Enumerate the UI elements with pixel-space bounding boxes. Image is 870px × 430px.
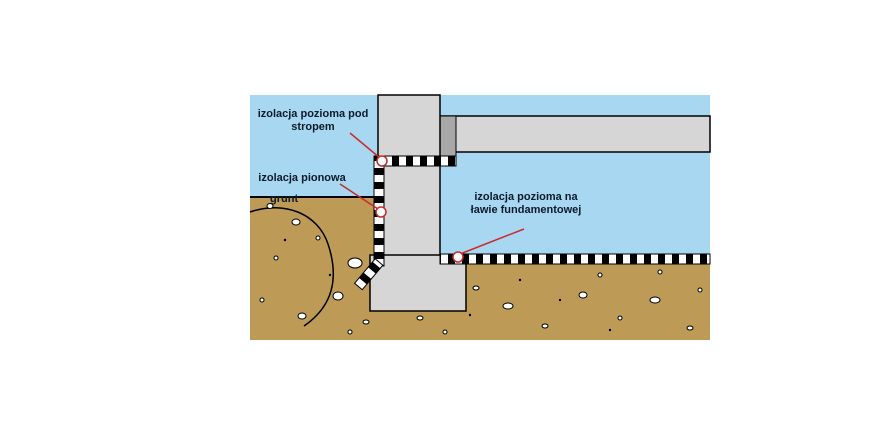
marker-footing-insulation	[452, 251, 464, 263]
insulation-bend	[353, 258, 384, 291]
marker-top-insulation	[376, 155, 388, 167]
leader-line-footing-insulation	[459, 228, 525, 255]
floor-insulation-strip	[439, 253, 711, 265]
ground-bottom-region	[250, 258, 710, 340]
leader-line-vertical-insulation	[339, 183, 379, 210]
floor-slab	[439, 115, 711, 153]
ground-curve	[249, 207, 335, 327]
marker-vertical-insulation	[375, 206, 387, 218]
label-vertical-insulation: izolacja pionowa	[258, 172, 346, 184]
top-insulation-strip	[377, 155, 457, 167]
label-top-insulation: izolacja pozioma pod stropem	[257, 108, 369, 133]
foundation-wall	[377, 94, 441, 259]
ground-stones	[259, 203, 703, 335]
slab-edge	[439, 115, 457, 161]
label-footing-insulation: izolacja pozioma na ławie fundamentowej	[470, 191, 582, 216]
label-ground: grunt	[270, 193, 299, 205]
ground-specks	[283, 238, 612, 332]
leader-line-top-insulation	[349, 132, 381, 159]
